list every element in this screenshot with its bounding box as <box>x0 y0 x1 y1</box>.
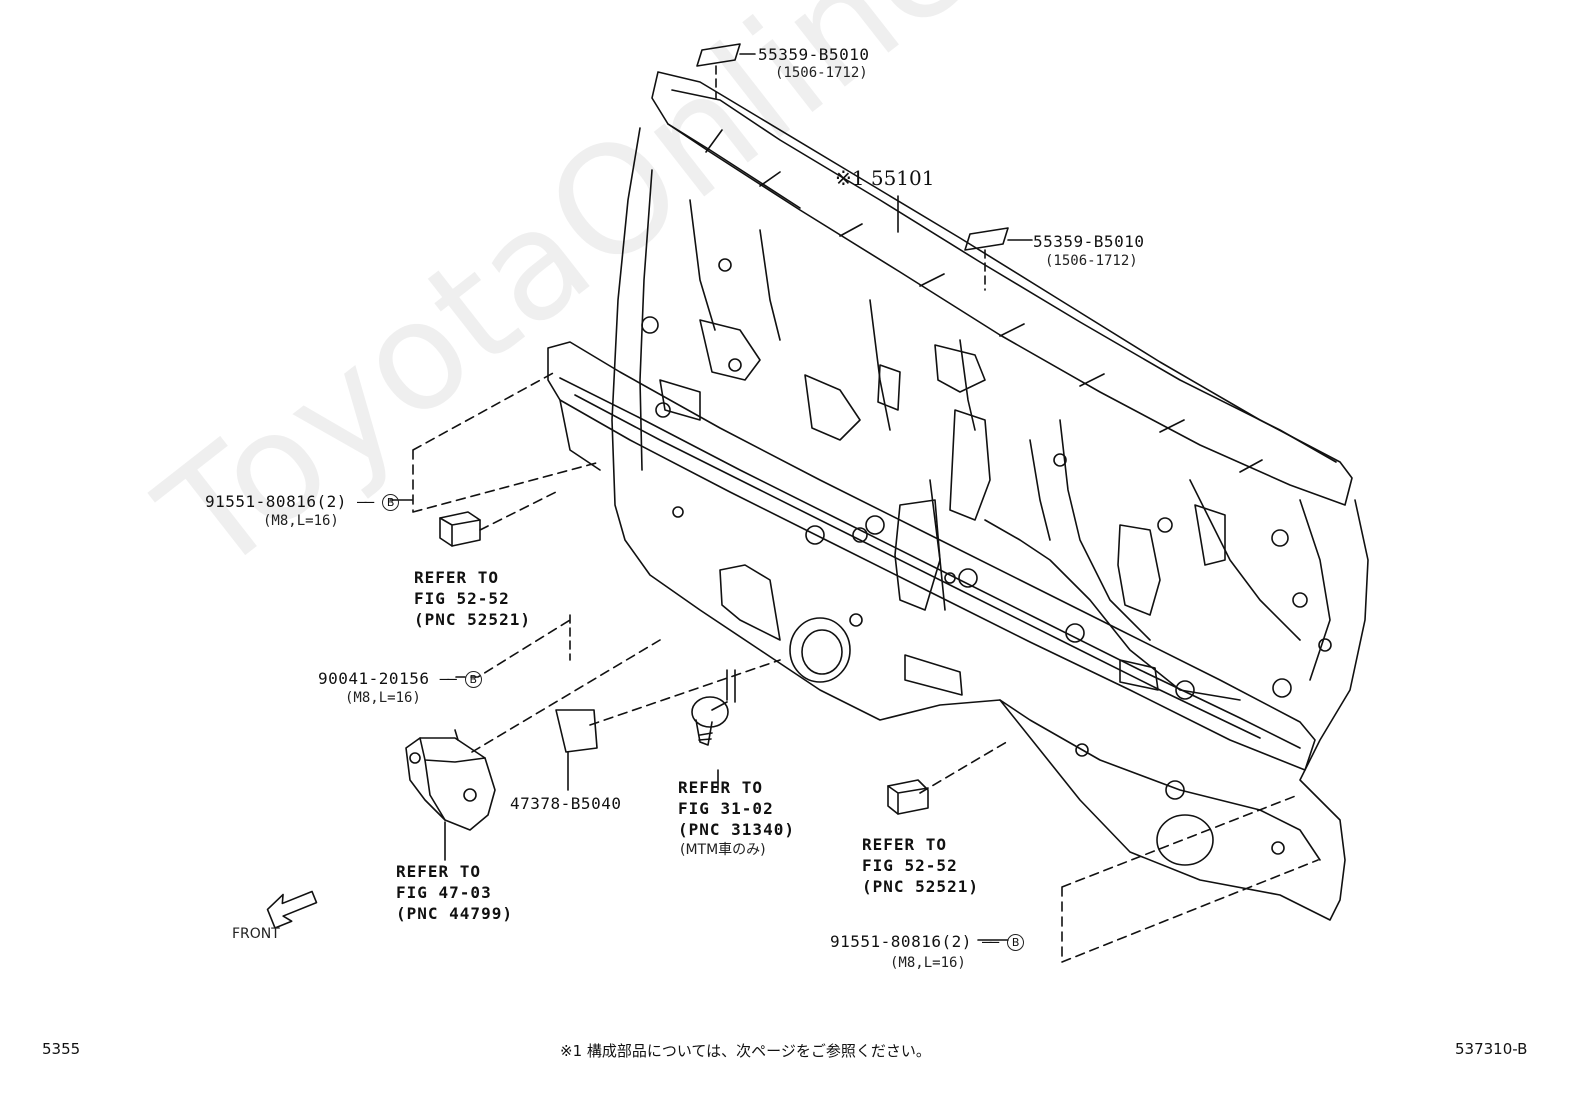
front-arrow <box>266 890 318 929</box>
label-top-range: (1506-1712) <box>775 65 868 81</box>
main-part-number: ※1 55101 <box>835 166 934 190</box>
ref-actuator: REFER TO FIG 47-03 (PNC 44799) <box>396 862 513 923</box>
label-right-range: (1506-1712) <box>1045 253 1138 269</box>
main-part-code: 55101 <box>870 166 935 190</box>
bolt-lower-right-spec: (M8,L=16) <box>890 955 966 971</box>
label-sticker-top <box>696 43 741 67</box>
bolt-mid-left-spec: (M8,L=16) <box>345 690 421 706</box>
ref-grommet-note: (MTM車のみ) <box>680 842 766 858</box>
gasket-outline <box>719 564 781 641</box>
bolt-lower-right-part: 91551-80816(2) —— B <box>830 932 1025 951</box>
key-b-icon: B <box>1007 934 1025 951</box>
footer-figure-id: 537310-B <box>1455 1040 1528 1058</box>
label-sticker-right <box>964 227 1009 251</box>
holes <box>641 258 1332 866</box>
grommet-shape <box>691 669 736 791</box>
front-label: FRONT <box>232 926 280 942</box>
clip-left-shape <box>439 511 481 547</box>
ref-grommet: REFER TO FIG 31-02 (PNC 31340) <box>678 778 795 839</box>
main-part-prefix: ※1 <box>835 166 865 190</box>
dash-panel-body <box>611 127 1369 921</box>
key-b-icon: B <box>465 671 483 688</box>
clip-right-shape <box>887 779 929 815</box>
footer-note: ※1 構成部品については、次ページをご参照ください。 <box>560 1042 931 1060</box>
lower-cross-member <box>547 341 1321 861</box>
key-b-icon: B <box>382 494 400 511</box>
plate-part-number: 47378-B5040 <box>510 794 622 813</box>
brackets <box>659 319 1226 696</box>
bolt-upper-left-spec: (M8,L=16) <box>263 513 339 529</box>
bolt-mid-left-part: 90041-20156 —— B <box>318 669 483 688</box>
footer-page-number: 5355 <box>42 1040 81 1058</box>
cowl-top-panel <box>651 71 1353 506</box>
bolt-upper-left-part: 91551-80816(2) —— B <box>205 492 400 511</box>
label-top-part: 55359-B5010 <box>758 45 870 64</box>
label-right-part: 55359-B5010 <box>1033 232 1145 251</box>
actuator-shape <box>405 729 496 861</box>
ref-clip-right: REFER TO FIG 52-52 (PNC 52521) <box>862 835 979 896</box>
ref-clip-left: REFER TO FIG 52-52 (PNC 52521) <box>414 568 531 629</box>
plate-shape <box>555 709 598 753</box>
